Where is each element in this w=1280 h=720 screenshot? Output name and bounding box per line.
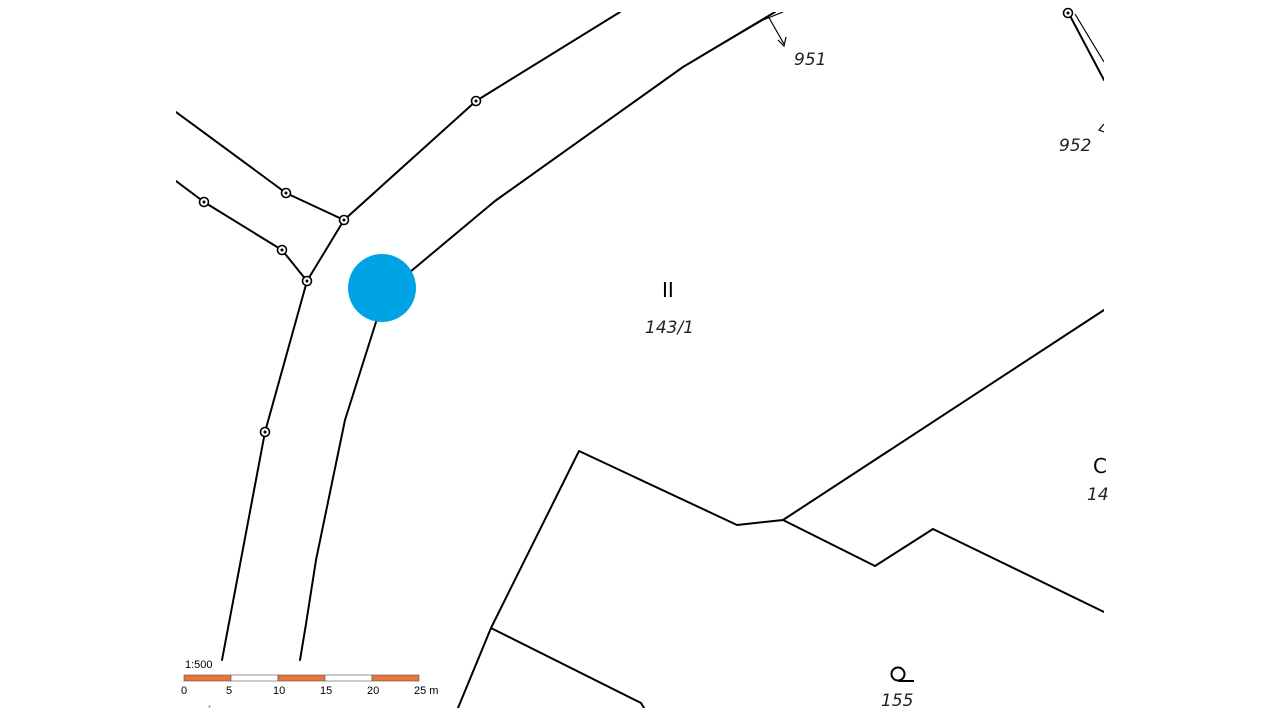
survey-point [259, 426, 271, 438]
survey-points [198, 7, 1074, 438]
parcel-label-143-1[interactable]: 143/1 [645, 318, 694, 338]
parcel-label-952[interactable]: 952 [1059, 136, 1091, 156]
scale-extra-mark: ´ [208, 705, 212, 717]
scale-ticks: 0 5 10 15 20 25 m [181, 685, 438, 697]
land-use-symbol: C [1093, 454, 1107, 478]
scale-segment [277, 674, 326, 682]
scale-tick-label: 5 [226, 685, 232, 697]
parcel-boundaries [176, 12, 1104, 708]
boundary-line [1067, 12, 1104, 81]
survey-point [1062, 7, 1074, 19]
land-use-symbol: II [662, 278, 674, 302]
current-location-icon[interactable] [348, 254, 416, 322]
boundary-line [490, 627, 645, 708]
label-leader-line [767, 15, 785, 45]
scale-segment [324, 674, 373, 682]
scale-segment [371, 674, 420, 682]
survey-point [338, 214, 350, 226]
scale-segment [183, 674, 232, 682]
survey-point [280, 187, 292, 199]
scale-tick-label: 25 m [414, 685, 438, 697]
parcel-label-951[interactable]: 951 [794, 50, 826, 70]
boundary-line [457, 450, 1104, 708]
boundary-line [176, 180, 308, 282]
arrow-head [777, 36, 787, 48]
land-use-symbol [890, 666, 914, 682]
survey-point [276, 244, 288, 256]
scale-tick-label: 15 [320, 685, 332, 697]
parcel-label-14[interactable]: 14 [1087, 485, 1109, 505]
scale-segment [230, 674, 279, 682]
scale-tick-label: 20 [367, 685, 379, 697]
parcel-label-155[interactable]: 155 [881, 691, 913, 711]
road-edge-line [221, 12, 621, 661]
boundary-line [782, 309, 1104, 521]
scale-tick-label: 0 [181, 685, 187, 697]
scale-ratio: 1:500 [185, 659, 213, 671]
survey-point [301, 275, 313, 287]
road-edge-line [299, 321, 377, 661]
survey-point [198, 196, 210, 208]
scale-tick-label: 10 [273, 685, 285, 697]
arrow-head [1098, 123, 1104, 133]
road-edge-line [409, 12, 776, 273]
scale-bar: 1:500 0 5 10 15 20 25 m ´ [181, 659, 438, 717]
boundary-line [682, 12, 784, 68]
boundary-line [1074, 13, 1104, 63]
scale-segments [183, 674, 420, 682]
survey-point [470, 95, 482, 107]
